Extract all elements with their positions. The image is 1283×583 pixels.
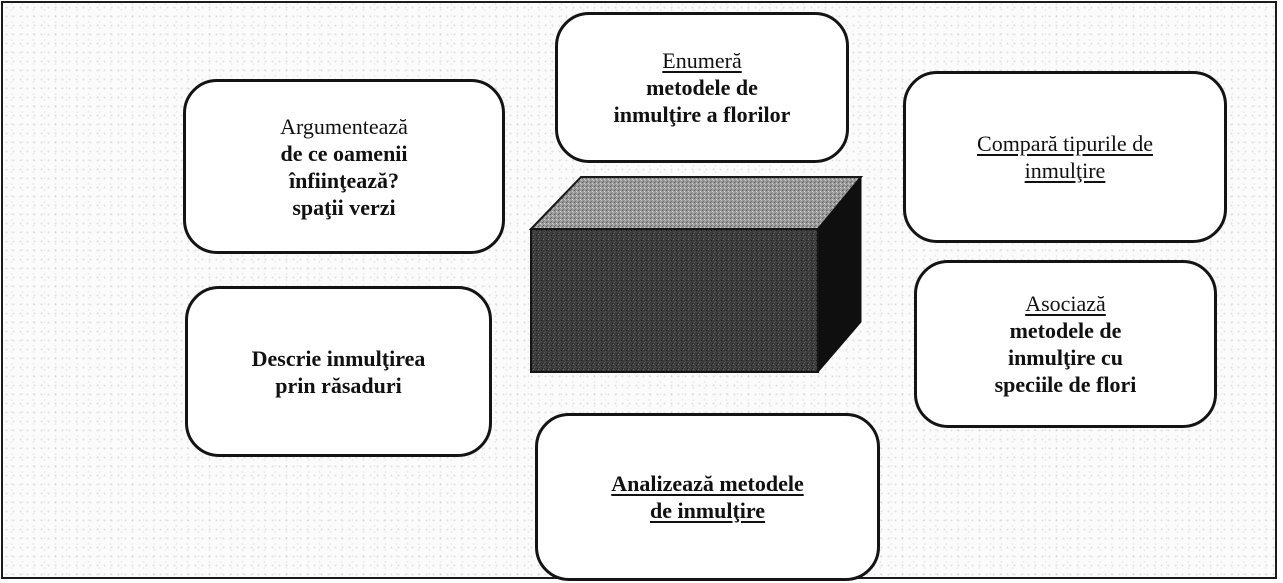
card-argumenteaza-text-1: de ce oamenii — [280, 140, 408, 166]
card-argumenteaza-text-2: înfiinţează? — [289, 167, 399, 193]
cube-illustration — [528, 175, 864, 374]
card-enumera: Enumeră metodele de inmulţire a florilor — [555, 12, 849, 163]
card-descrie-text-1: Descrie inmulţirea — [251, 345, 426, 371]
card-asociaza-text-1: metodele de — [1009, 318, 1122, 343]
card-descrie: Descrie inmulţirea prin răsaduri — [185, 286, 492, 457]
card-analizeaza-text-2: de inmulţire — [649, 498, 766, 523]
card-asociaza-verb: Asociază — [1025, 291, 1106, 316]
card-compara-text-1: Compară tipurile de — [977, 131, 1153, 156]
card-asociaza-text-3: speciile de flori — [994, 372, 1137, 397]
cube-top-face — [528, 176, 864, 230]
cube-front-face — [530, 228, 819, 373]
card-enumera-text-1: metodele de — [646, 75, 758, 100]
card-compara: Compară tipurile de inmulţire — [903, 71, 1227, 243]
card-enumera-verb: Enumeră — [662, 48, 742, 73]
card-asociaza: Asociază metodele de inmulţire cu specii… — [914, 260, 1217, 428]
card-compara-text-2: inmulţire — [1024, 158, 1106, 183]
card-enumera-text-2: inmulţire a florilor — [613, 102, 791, 127]
card-argumenteaza-verb: Argumentează — [280, 113, 408, 139]
card-analizeaza-text-1: Analizează metodele — [611, 471, 804, 496]
card-analizeaza: Analizează metodele de inmulţire — [535, 413, 880, 581]
card-asociaza-text-2: inmulţire cu — [1007, 345, 1124, 370]
card-descrie-text-2: prin răsaduri — [275, 372, 402, 398]
card-argumenteaza-text-3: spaţii verzi — [292, 194, 396, 220]
card-argumenteaza: Argumentează de ce oamenii înfiinţează? … — [183, 79, 505, 254]
